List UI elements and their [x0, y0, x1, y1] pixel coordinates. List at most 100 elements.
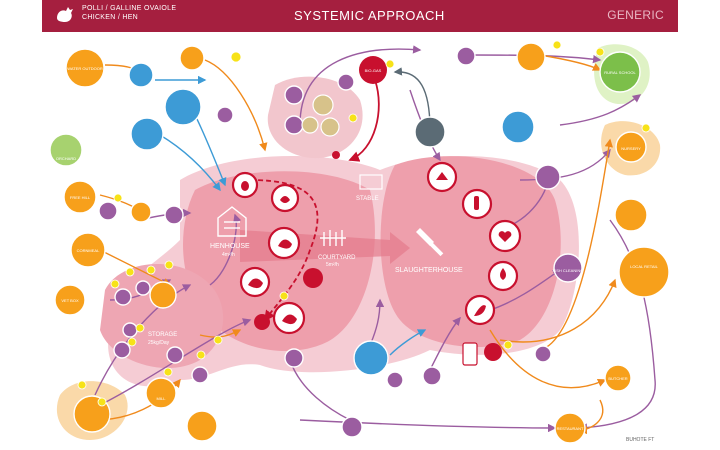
coin-9	[196, 350, 206, 360]
fish-node	[553, 253, 583, 283]
box-node	[135, 280, 151, 296]
coin-15	[595, 47, 605, 57]
bio-gas-label: BIO-GAS	[365, 68, 382, 73]
link-orange-7	[499, 278, 617, 343]
coin-8	[163, 367, 173, 377]
link-blue-3	[159, 134, 221, 192]
school-node	[618, 246, 670, 298]
small-red-dot	[332, 151, 340, 159]
restaurant-label: RESTAURANT	[557, 426, 584, 431]
coin-12	[385, 59, 395, 69]
vet-box-node	[54, 284, 86, 316]
school-garden-node	[599, 51, 641, 93]
brand-line-1: POLLI / GALLINE OVAIOLE	[82, 5, 177, 12]
coin-2	[113, 193, 123, 203]
orchard-label: ORCHARD	[56, 156, 76, 161]
link-red-1	[348, 79, 380, 162]
jar-node	[114, 288, 132, 306]
mill-node	[145, 377, 177, 409]
feather-icon	[474, 305, 486, 316]
link-orange-8	[539, 138, 613, 351]
link-purple-13	[429, 316, 461, 371]
storage-prod-1	[122, 322, 138, 338]
manure-node-1	[312, 94, 334, 116]
storage-node	[149, 281, 177, 309]
chick-icon	[280, 196, 290, 203]
coin-7	[127, 337, 137, 347]
manure-node-3	[301, 116, 319, 134]
fridge-icon	[462, 342, 478, 366]
jar-2	[386, 371, 404, 389]
grinder-node	[164, 205, 184, 225]
header-bar: POLLI / GALLINE OVAIOLE CHICKEN / HEN SY…	[42, 0, 678, 32]
coin-18	[97, 397, 107, 407]
link-purple-1	[299, 45, 422, 126]
slaughterhouse-label: SLAUGHTERHOUSE	[395, 267, 463, 274]
wheat-node	[130, 201, 152, 223]
coin-20	[110, 279, 120, 289]
coin-10	[279, 291, 289, 301]
coin-6	[135, 323, 145, 333]
courtyard-label: COURTYARD	[318, 255, 356, 261]
orchard-node	[49, 133, 83, 167]
link-purple-4	[519, 148, 611, 181]
brand-line-2: CHICKEN / HEN	[82, 14, 139, 21]
pot-node	[534, 345, 552, 363]
link-purple-8	[299, 419, 557, 433]
fertilizer-node	[516, 42, 546, 72]
link-orange-6	[489, 329, 607, 389]
laying-hen-icon	[282, 314, 297, 325]
water-node	[130, 117, 164, 151]
cornmeal-node	[70, 232, 106, 268]
blood-icon	[500, 268, 506, 280]
storage-prod-3	[166, 346, 184, 364]
processed-1	[284, 348, 304, 368]
hen-icon	[248, 278, 263, 289]
storage-sub: 25kg/Day	[148, 340, 170, 346]
link-orange-2	[204, 59, 268, 152]
link-purple-14	[289, 359, 351, 421]
courtyard-fence-icon	[320, 230, 346, 246]
butcher-node	[604, 364, 632, 392]
free-hill-label: FREE HILL	[70, 195, 91, 200]
nursery-label: NURSERY	[621, 146, 641, 151]
mill-label: MILL	[157, 396, 167, 401]
link-blue-2	[194, 114, 227, 187]
free-hill-node	[63, 180, 97, 214]
school-label: RURAL SCHOOL	[604, 70, 636, 75]
butcher-label: BUTCHER	[608, 376, 627, 381]
link-orange-11	[199, 329, 242, 338]
person-node	[614, 198, 648, 232]
water-outdoor-node	[65, 48, 105, 88]
henhouse-label: HENHOUSE	[210, 243, 250, 250]
stable-icon	[359, 174, 383, 190]
rooster-node	[303, 268, 323, 288]
henhouse-icon	[217, 206, 247, 237]
coin-1	[230, 51, 242, 63]
nursery-node	[615, 131, 647, 163]
rain-node	[179, 45, 205, 71]
coin-4	[146, 265, 156, 275]
offal-node	[484, 343, 502, 361]
ingredient-1	[284, 85, 304, 105]
coin-16	[641, 123, 651, 133]
coin-5	[164, 260, 174, 270]
well-node	[164, 88, 202, 126]
credit-text: BUHOTE FT	[626, 437, 655, 443]
local-retail-label: LOCAL RETAIL	[630, 264, 659, 269]
water-tank-node	[128, 62, 154, 88]
jar-3	[422, 366, 442, 386]
coin-13	[503, 340, 513, 350]
water-treatment-node	[501, 110, 535, 144]
fish-cleaning-label: FISH CLEANING	[553, 268, 584, 273]
link-blue-4	[389, 329, 427, 356]
stable-label: STABLE	[356, 196, 379, 202]
bone-icon	[474, 196, 479, 210]
storage-prod-4	[191, 366, 209, 384]
link-red-dashed	[249, 179, 319, 322]
slaughter-water-node	[353, 340, 389, 376]
storage-label: STORAGE	[148, 332, 177, 338]
link-purple-3	[559, 94, 642, 126]
